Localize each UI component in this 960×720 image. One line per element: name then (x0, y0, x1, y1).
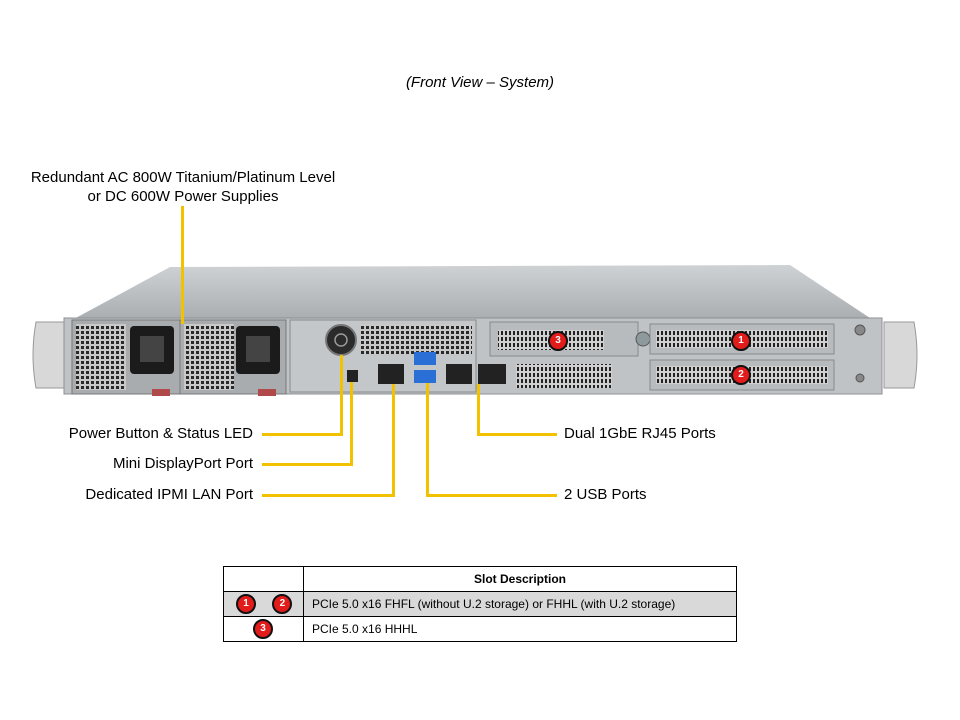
right-rack-ear (883, 321, 918, 389)
thumbscrew (635, 331, 651, 347)
table-row: 3 PCIe 5.0 x16 HHHL (223, 616, 737, 642)
ipmi-label: Dedicated IPMI LAN Port (85, 486, 253, 503)
ipmi-leader-horizontal (262, 494, 395, 497)
left-rack-ear (32, 321, 65, 389)
usb-port-top (414, 352, 436, 365)
slot-3-badge: 3 (548, 331, 568, 351)
ipmi-leader-vertical (392, 384, 395, 497)
table-row: 1 2 PCIe 5.0 x16 FHFL (without U.2 stora… (223, 591, 737, 617)
psu-1-latch (152, 389, 170, 396)
power-button-label: Power Button & Status LED (68, 425, 253, 442)
power-button-leader-vertical (340, 355, 343, 436)
psu-2-latch (258, 389, 276, 396)
mini-dp-label: Mini DisplayPort Port (112, 455, 253, 472)
figure-caption: (Front View – System) (405, 74, 555, 91)
table-slot-badge: 1 (236, 594, 256, 614)
power-button (325, 324, 357, 356)
slot-1-badge: 1 (731, 331, 751, 351)
slot-description-cell: PCIe 5.0 x16 FHFL (without U.2 storage) … (303, 591, 737, 617)
psu-label: Redundant AC 800W Titanium/Platinum Leve… (10, 168, 356, 206)
slot-description-table: Slot Description 1 2 PCIe 5.0 x16 FHFL (… (223, 566, 737, 642)
ipmi-lan-port (378, 364, 404, 384)
usb-leader-horizontal (426, 494, 557, 497)
slot-description-cell: PCIe 5.0 x16 HHHL (303, 616, 737, 642)
table-header-row: Slot Description (223, 566, 737, 592)
mini-displayport (347, 370, 358, 382)
power-button-leader-horizontal (262, 433, 343, 436)
lower-vent (516, 364, 612, 388)
psu-label-line1: Redundant AC 800W Titanium/Platinum Leve… (30, 169, 336, 186)
table-header-blank (223, 566, 304, 592)
io-vent (360, 324, 472, 354)
mini-dp-leader-horizontal (262, 463, 353, 466)
chassis-top-lid (72, 265, 870, 320)
rj45-label: Dual 1GbE RJ45 Ports (564, 425, 716, 442)
psu-2-vent (184, 324, 234, 390)
rj45-port-1 (446, 364, 472, 384)
psu-1-vent (76, 324, 126, 390)
usb-label: 2 USB Ports (564, 486, 647, 503)
rj45-port-2 (478, 364, 506, 384)
psu-label-line2: or DC 600W Power Supplies (87, 188, 279, 205)
slot-2-badge: 2 (731, 365, 751, 385)
usb-leader-vertical (426, 383, 429, 497)
table-slot-badge: 2 (272, 594, 293, 614)
psu-leader-line (181, 206, 184, 324)
mini-dp-leader-vertical (350, 382, 353, 466)
table-header: Slot Description (303, 566, 737, 592)
table-slot-badge: 3 (253, 619, 273, 639)
rj45-leader-vertical (477, 384, 480, 436)
rj45-leader-horizontal (477, 433, 557, 436)
slot-numbers-cell: 3 (223, 616, 304, 642)
usb-port-bottom (414, 370, 436, 383)
slot-numbers-cell: 1 2 (223, 591, 304, 617)
